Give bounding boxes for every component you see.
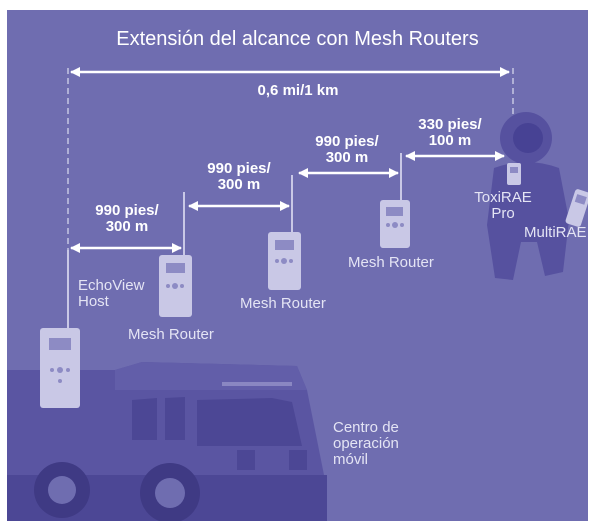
hop-4-distance-m: 100 m <box>428 131 472 149</box>
echoview-host-label-line2: Host <box>78 292 109 310</box>
echoview-host-label-line1: EchoView <box>78 277 145 294</box>
command-center-line2: operación <box>333 434 399 452</box>
diagram-graphics <box>7 67 588 521</box>
truck-icon <box>7 362 327 521</box>
hop-label-1: 990 pies/ 300 m <box>79 203 175 235</box>
toxirae-pro-device-icon <box>507 163 521 185</box>
hop-label-4: 330 pies/ 100 m <box>405 117 495 149</box>
hop-3-distance-ft: 990 pies/ <box>315 133 379 150</box>
overall-distance-label: 0,6 mi/1 km <box>257 82 339 99</box>
multirae-label: MultiRAE <box>524 224 587 241</box>
mesh-router-2-device-icon <box>268 175 301 290</box>
toxirae-label-line1: ToxiRAE <box>474 189 532 206</box>
mesh-router-1-device-icon <box>159 192 192 317</box>
hop-2-distance-ft: 990 pies/ <box>207 160 271 177</box>
multirae-device-icon <box>565 189 588 227</box>
hop-label-2: 990 pies/ 300 m <box>191 161 287 193</box>
echoview-host-device-icon <box>40 250 80 408</box>
mesh-router-3-label: Mesh Router <box>348 254 434 271</box>
command-center-line3: móvil <box>333 450 369 468</box>
toxirae-pro-label: ToxiRAE Pro <box>469 190 537 222</box>
mesh-router-3-device-icon <box>380 153 410 248</box>
hop-1-distance-ft: 990 pies/ <box>95 202 159 219</box>
diagram-title: Extensión del alcance con Mesh Routers <box>116 28 479 50</box>
hop-4-distance-ft: 330 pies/ <box>418 116 482 133</box>
hop-2-distance-m: 300 m <box>217 175 261 193</box>
hop-3-distance-m: 300 m <box>325 148 369 166</box>
worker-icon <box>487 112 569 280</box>
command-center-label: Centro de operación móvil <box>333 420 399 467</box>
command-center-line1: Centro de <box>333 419 399 436</box>
toxirae-label-line2: Pro <box>491 204 515 222</box>
mesh-router-1-label: Mesh Router <box>128 326 214 343</box>
echoview-host-label: EchoView Host <box>78 278 144 310</box>
diagram-panel: Extensión del alcance con Mesh Routers 0… <box>7 10 588 521</box>
hop-1-distance-m: 300 m <box>105 217 149 235</box>
hop-label-3: 990 pies/ 300 m <box>299 134 395 166</box>
mesh-router-2-label: Mesh Router <box>240 295 326 312</box>
